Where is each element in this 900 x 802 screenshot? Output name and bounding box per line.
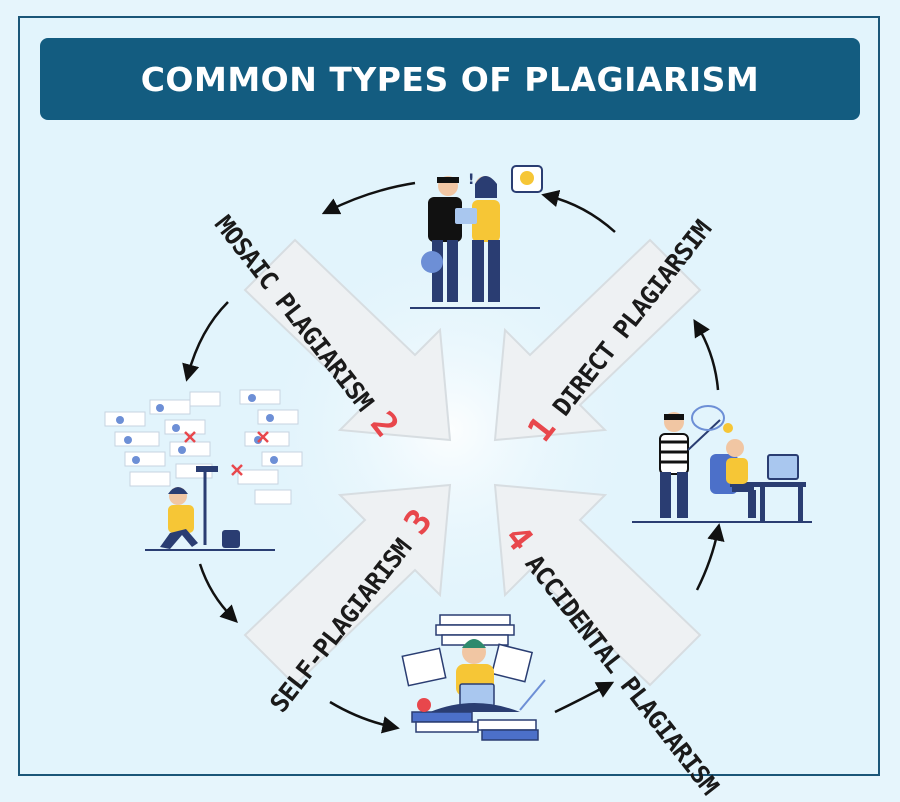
cycle-arrow-bottom-right	[554, 681, 615, 714]
title-banner: COMMON TYPES OF PLAGIARISM	[40, 38, 860, 120]
arrow-accidental-to-center	[493, 483, 702, 687]
cycle-arrow-left-lower	[198, 563, 238, 623]
illustration-self-books	[401, 614, 546, 741]
arrow-direct-to-center	[493, 238, 702, 442]
cycle-arrow-left-upper	[182, 301, 229, 382]
arrow-mosaic-to-center	[243, 238, 452, 442]
page-title: COMMON TYPES OF PLAGIARISM	[140, 59, 760, 99]
cycle-arrow-bottom-left	[329, 700, 400, 734]
cycle-arrow-top-left	[321, 181, 416, 215]
illustration-mosaic-documents	[104, 389, 303, 551]
svg-text:!: !	[468, 172, 474, 188]
illustration-thief-and-woman: !	[410, 165, 543, 309]
cycle-arrow-top-right	[541, 189, 616, 233]
cycle-arrow-right-lower	[695, 523, 725, 591]
cycle-arrow-right-upper	[693, 318, 720, 391]
arrow-self-to-center	[243, 483, 452, 687]
illustration-accidental-desk	[632, 405, 812, 523]
cycle-arrows	[182, 181, 725, 734]
